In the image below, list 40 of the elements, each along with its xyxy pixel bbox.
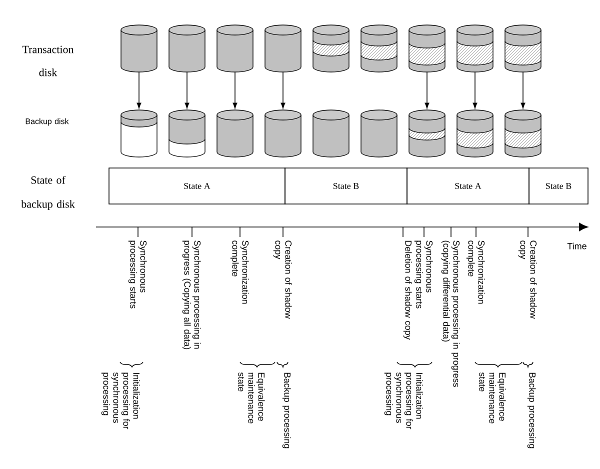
disk-cylinder xyxy=(264,110,302,158)
disk-cylinder xyxy=(120,24,158,72)
phase-label: Equivalence maintenance state xyxy=(238,372,265,424)
arrow xyxy=(472,72,478,108)
disk-cylinder xyxy=(216,24,254,72)
phase-label: Backup processing xyxy=(282,372,291,448)
axis-title: State of backup disk xyxy=(21,176,75,210)
arrow xyxy=(184,72,190,108)
arrow xyxy=(232,72,238,108)
event-label: Synchronous processing in progress (Copying all data) xyxy=(182,240,201,350)
phase-label: Equivalence maintenance state xyxy=(479,372,506,424)
phase-label: Initialization processing for synchronous processing xyxy=(384,372,423,430)
disk-cylinder xyxy=(264,24,302,72)
arrow xyxy=(424,72,430,108)
disk-cylinder xyxy=(360,110,398,158)
state-box: State B xyxy=(528,168,588,204)
axis-title: Transaction disk xyxy=(22,46,74,76)
event-label: Synchronous processing in progress (copying differential data) xyxy=(441,240,460,387)
arrow xyxy=(136,72,142,108)
disk-cylinder xyxy=(216,110,254,158)
phase-label: Initialization processing for synchronous processing xyxy=(101,372,140,430)
state-box: State A xyxy=(108,168,286,204)
event-label: Synchronous processing starts xyxy=(128,240,147,308)
disk-cylinder xyxy=(120,110,158,158)
event-label: Deletion of shadow copy xyxy=(403,240,412,340)
event-label: Synchronization complete xyxy=(230,240,249,304)
event-label: Synchronization complete xyxy=(466,240,485,304)
phase-label: Backup processing xyxy=(527,372,536,448)
disk-cylinder xyxy=(168,24,206,72)
axis-label: Time xyxy=(567,242,586,250)
event-label: Creation of shadow copy xyxy=(518,240,537,319)
event-label: Creation of shadow copy xyxy=(273,240,292,319)
arrow xyxy=(520,72,526,108)
event-label: Synchronous processing starts xyxy=(414,240,433,308)
state-box: State A xyxy=(406,168,530,204)
disk-cylinder xyxy=(312,110,350,158)
state-box: State B xyxy=(284,168,408,204)
arrow xyxy=(280,72,286,108)
axis-title: Backup disk xyxy=(26,118,69,126)
disk-cylinder xyxy=(168,110,206,158)
